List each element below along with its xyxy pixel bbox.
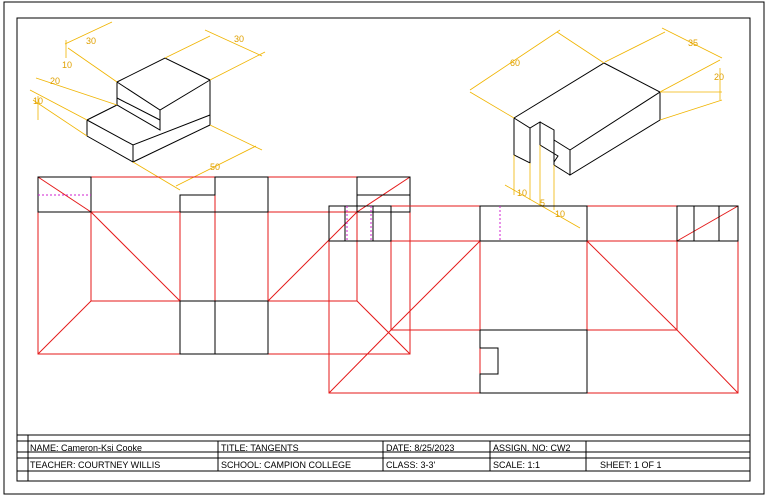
right-isometric-block — [513, 62, 661, 176]
dim-30-left: 30 — [86, 36, 96, 46]
dim-20: 20 — [50, 76, 60, 86]
tb-date: DATE: 8/25/2023 — [386, 443, 454, 453]
inner-border — [16, 17, 751, 482]
right-dimensions: 60 35 20 10 5 10 — [469, 27, 724, 229]
dim-35: 35 — [688, 38, 698, 48]
left-dimensions: 30 30 10 20 10 50 — [29, 21, 266, 191]
tb-title: TITLE: TANGENTS — [221, 443, 299, 453]
tb-class: CLASS: 3-3' — [386, 460, 436, 470]
dim-10-bottom-right: 10 — [555, 209, 565, 219]
dim-60: 60 — [510, 58, 520, 68]
dim-20-right: 20 — [714, 72, 724, 82]
dim-30-right: 30 — [234, 34, 244, 44]
left-projection — [37, 176, 411, 355]
dim-5-bottom: 5 — [540, 198, 545, 208]
dim-10-side: 10 — [33, 96, 43, 106]
tb-school: SCHOOL: CAMPION COLLEGE — [221, 460, 351, 470]
right-projection — [328, 205, 739, 394]
outer-border — [3, 1, 765, 495]
tb-scale: SCALE: 1:1 — [493, 460, 540, 470]
tb-sheet: SHEET: 1 OF 1 — [600, 460, 662, 470]
dim-50: 50 — [210, 162, 220, 172]
tb-teacher: TEACHER: COURTNEY WILLIS — [30, 460, 160, 470]
title-block: NAME: Cameron-Ksi Cooke TITLE: TANGENTS … — [17, 434, 750, 481]
tb-name: NAME: Cameron-Ksi Cooke — [30, 443, 142, 453]
dim-10-top: 10 — [62, 60, 72, 70]
dim-10-bottom: 10 — [517, 188, 527, 198]
tb-assign: ASSIGN. NO: CW2 — [493, 443, 571, 453]
